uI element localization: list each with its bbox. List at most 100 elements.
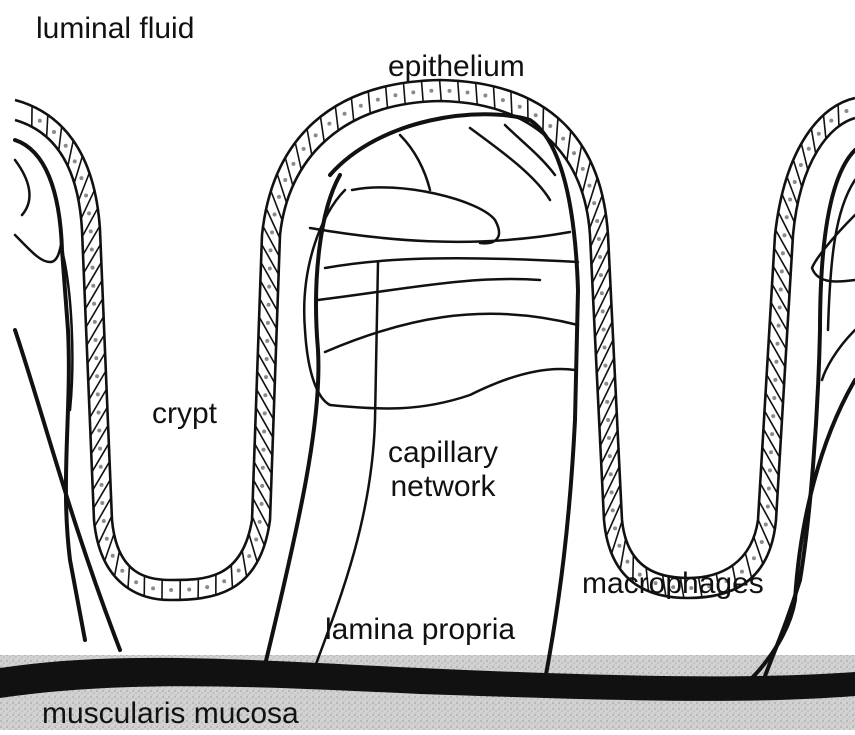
cell-wall xyxy=(838,104,839,126)
cell-nucleus xyxy=(151,586,155,590)
cell-nucleus xyxy=(611,508,615,512)
cell-nucleus xyxy=(774,360,778,364)
cell-nucleus xyxy=(501,98,505,102)
cell-nucleus xyxy=(265,339,269,343)
cell-nucleus xyxy=(263,393,267,397)
cell-wall xyxy=(271,191,282,220)
epithelium-outer-line xyxy=(15,80,855,580)
cell-nucleus xyxy=(134,580,138,584)
capillary-label-line1: capillary xyxy=(388,436,498,470)
cell-nucleus xyxy=(769,450,773,454)
cell-wall xyxy=(596,322,612,356)
cell-wall xyxy=(811,128,815,153)
muscularis-mucosa-label: muscularis mucosa xyxy=(42,697,299,731)
cell-nucleus xyxy=(89,229,93,233)
cell-wall xyxy=(421,81,423,102)
cell-nucleus xyxy=(270,230,274,234)
cell-nucleus xyxy=(73,159,77,163)
cell-nucleus xyxy=(411,90,415,94)
cell-wall xyxy=(576,145,582,176)
cell-nucleus xyxy=(93,320,97,324)
cell-nucleus xyxy=(100,501,104,505)
cell-wall xyxy=(458,81,460,102)
cell-nucleus xyxy=(603,364,607,368)
cell-nucleus xyxy=(260,502,264,506)
cell-nucleus xyxy=(447,89,451,93)
capillary-network-label: capillary network xyxy=(388,436,498,504)
cell-nucleus xyxy=(773,378,777,382)
cell-nucleus xyxy=(94,338,98,342)
cell-nucleus xyxy=(254,538,258,542)
cell-nucleus xyxy=(625,560,629,564)
cell-nucleus xyxy=(376,98,380,102)
cell-nucleus xyxy=(608,454,612,458)
cell-wall xyxy=(600,412,616,446)
cell-nucleus xyxy=(785,215,789,219)
cell-nucleus xyxy=(829,119,833,123)
cell-nucleus xyxy=(95,374,99,378)
cell-wall xyxy=(603,466,619,500)
cell-nucleus xyxy=(267,303,271,307)
cell-nucleus xyxy=(98,447,102,451)
cell-nucleus xyxy=(267,285,271,289)
cell-nucleus xyxy=(92,302,96,306)
cell-wall xyxy=(476,83,478,105)
cell-nucleus xyxy=(90,247,94,251)
cell-nucleus xyxy=(291,162,295,166)
cell-nucleus xyxy=(581,167,585,171)
cell-nucleus xyxy=(99,465,103,469)
cell-nucleus xyxy=(266,321,270,325)
cell-wall xyxy=(591,231,607,265)
cell-wall xyxy=(612,521,623,554)
cell-wall xyxy=(599,376,615,410)
cell-wall xyxy=(115,551,120,576)
cell-nucleus xyxy=(302,147,306,151)
cell-nucleus xyxy=(770,432,774,436)
cell-nucleus xyxy=(595,219,599,223)
cell-nucleus xyxy=(777,324,781,328)
cell-nucleus xyxy=(100,483,104,487)
cell-nucleus xyxy=(772,396,776,400)
cell-nucleus xyxy=(597,237,601,241)
cell-nucleus xyxy=(603,346,607,350)
cell-wall xyxy=(620,539,625,570)
cell-nucleus xyxy=(64,144,68,148)
cell-nucleus xyxy=(52,130,56,134)
capillary-network-vessels xyxy=(15,114,855,690)
cell-nucleus xyxy=(120,569,124,573)
cell-nucleus xyxy=(258,520,262,524)
cell-nucleus xyxy=(260,484,264,488)
cell-nucleus xyxy=(261,466,265,470)
cell-nucleus xyxy=(359,104,363,108)
cell-nucleus xyxy=(807,147,811,151)
cell-wall xyxy=(47,115,48,137)
cell-nucleus xyxy=(393,93,397,97)
cell-nucleus xyxy=(610,490,614,494)
cell-nucleus xyxy=(760,540,764,544)
cell-nucleus xyxy=(617,544,621,548)
cell-nucleus xyxy=(314,133,318,137)
cell-wall xyxy=(595,304,611,338)
epithelium-inner-line xyxy=(15,101,855,600)
cell-wall xyxy=(823,115,825,139)
cell-wall xyxy=(601,430,617,464)
cell-nucleus xyxy=(561,137,565,141)
cell-wall xyxy=(592,249,608,283)
cell-nucleus xyxy=(782,233,786,237)
cell-wall xyxy=(351,98,353,121)
cell-nucleus xyxy=(483,93,487,97)
cell-nucleus xyxy=(572,151,576,155)
cell-nucleus xyxy=(429,89,433,93)
cell-wall xyxy=(335,106,338,130)
cell-nucleus xyxy=(768,468,772,472)
cell-nucleus xyxy=(205,585,209,589)
cell-nucleus xyxy=(600,291,604,295)
cell-nucleus xyxy=(598,255,602,259)
cell-nucleus xyxy=(187,588,191,592)
cell-nucleus xyxy=(766,505,770,509)
cell-nucleus xyxy=(169,588,173,592)
cell-nucleus xyxy=(268,266,272,270)
cell-wall xyxy=(403,83,405,104)
crypt-label: crypt xyxy=(152,397,217,431)
cell-nucleus xyxy=(592,201,596,205)
